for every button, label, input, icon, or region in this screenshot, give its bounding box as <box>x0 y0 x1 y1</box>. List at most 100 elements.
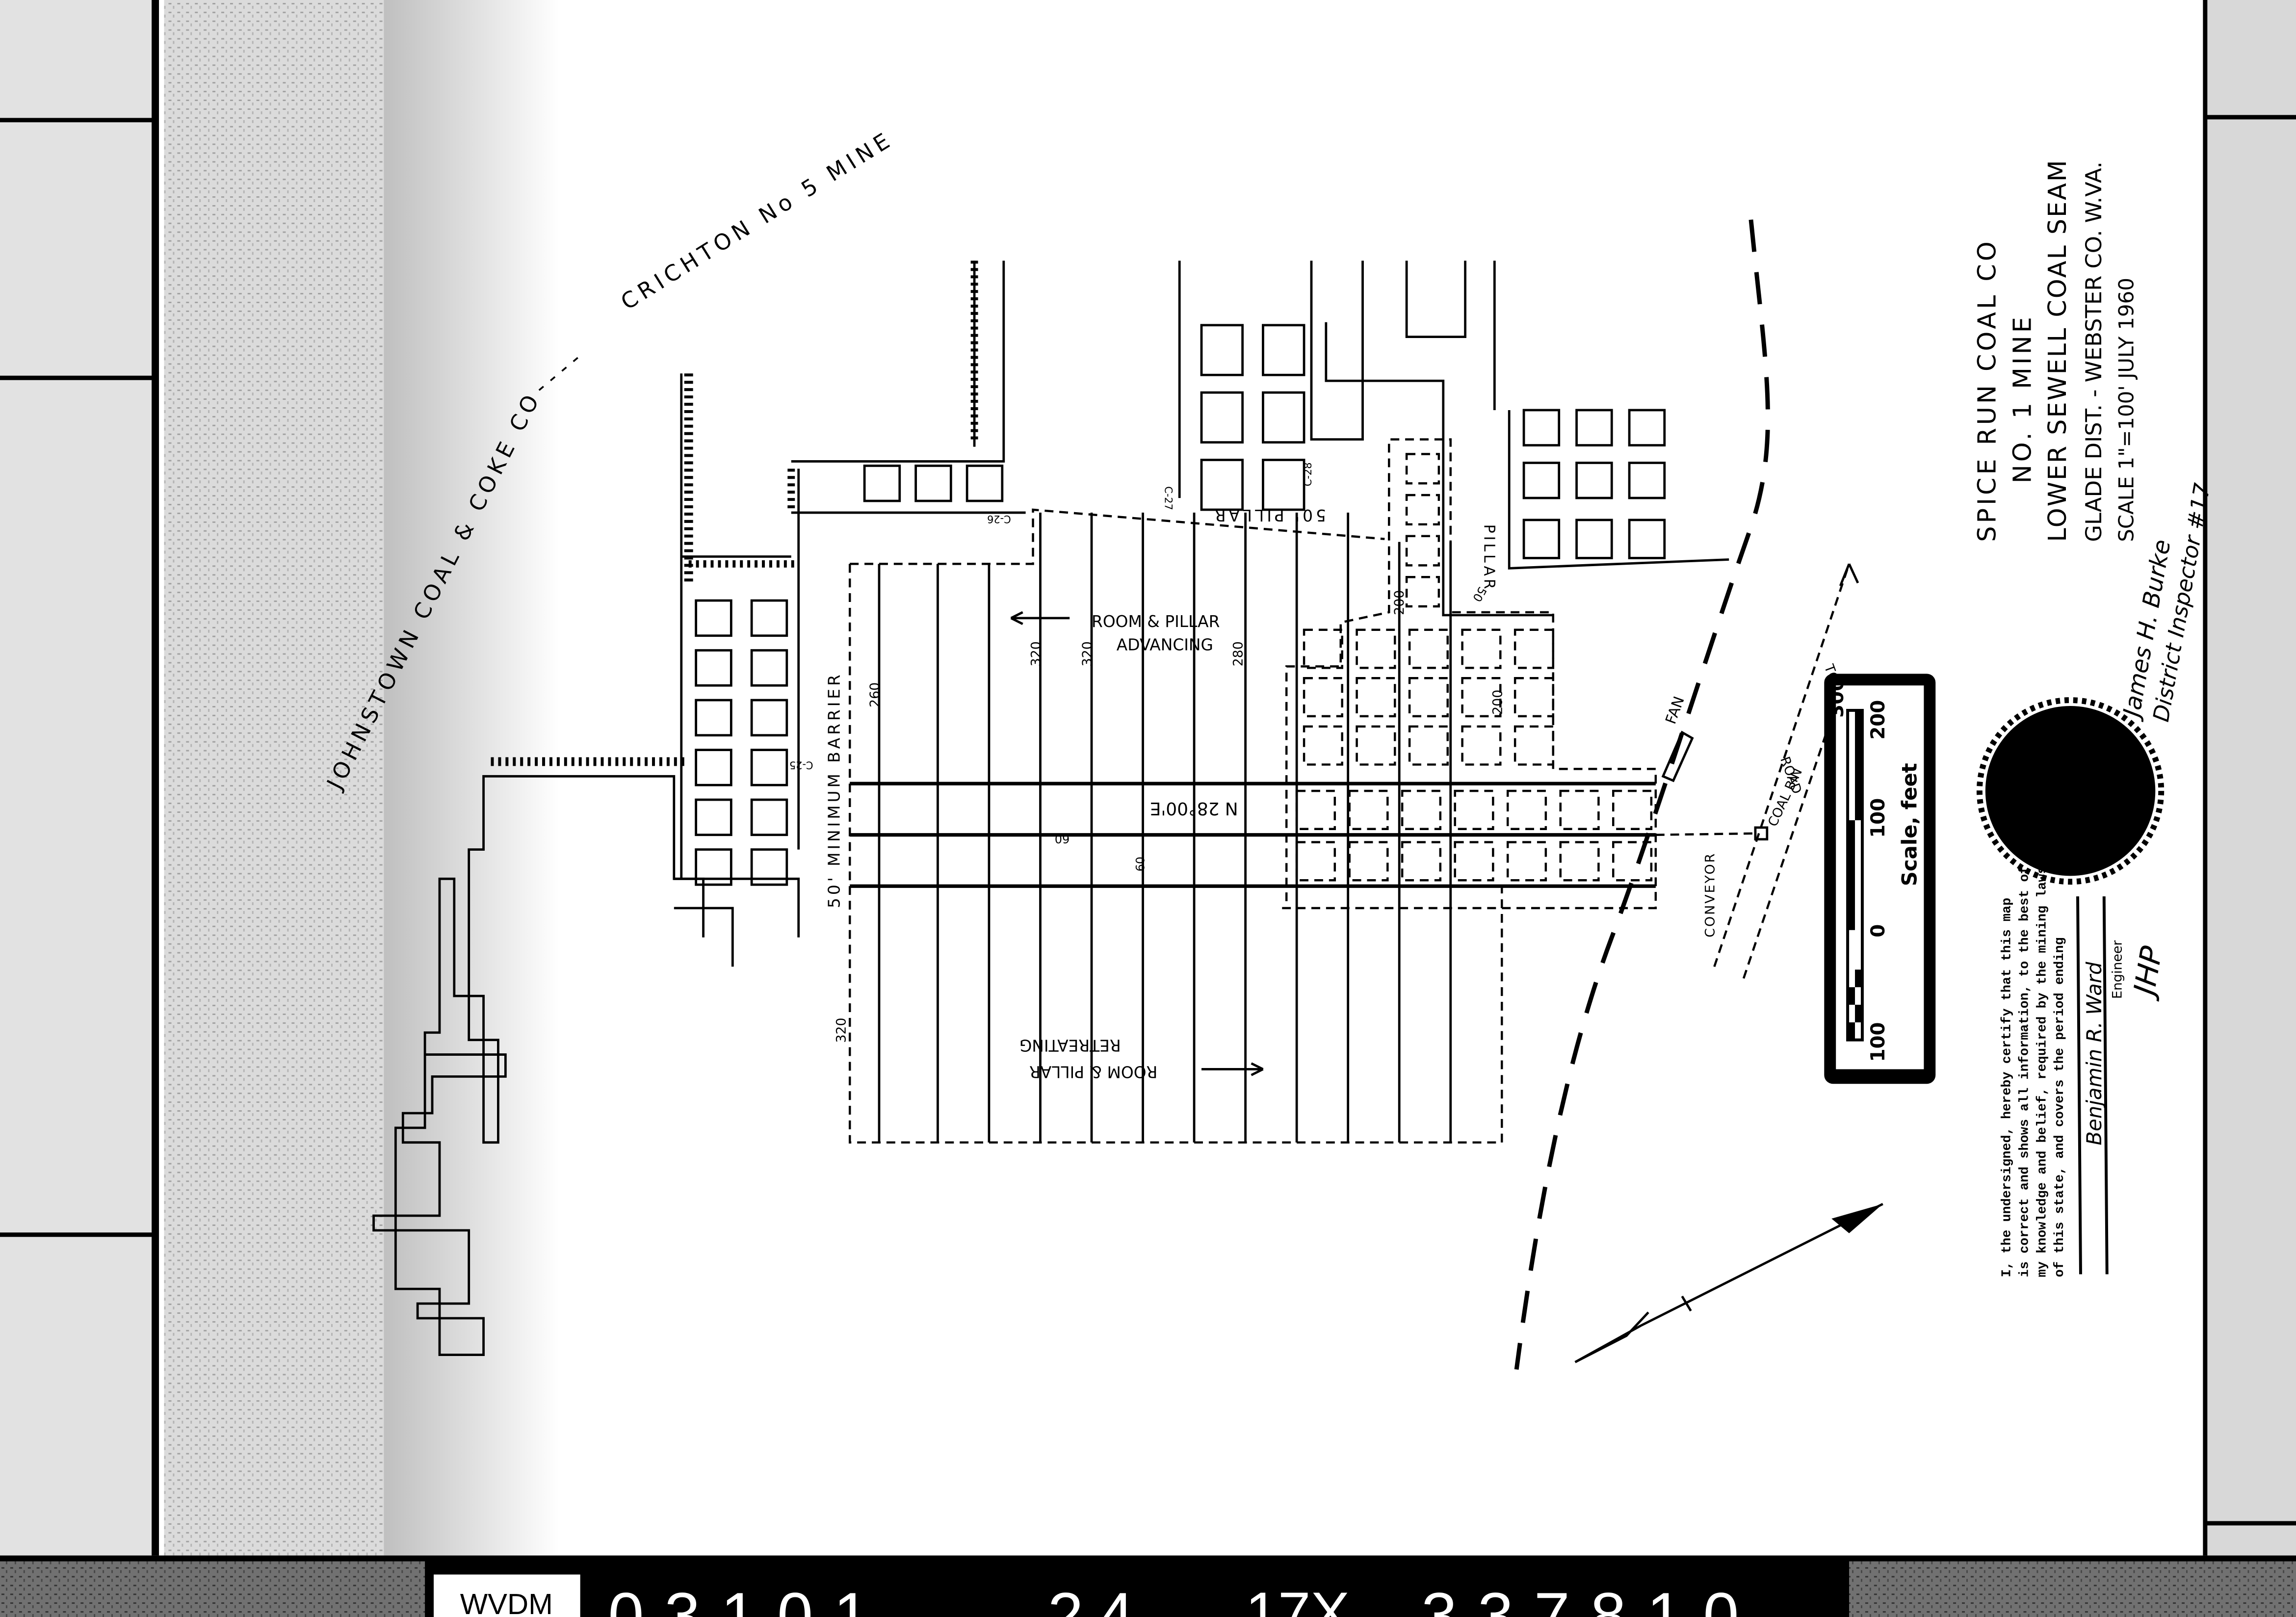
pillar-block <box>1303 628 1343 669</box>
svg-text:320: 320 <box>1028 641 1044 666</box>
advancing-label-1: ROOM & PILLAR <box>1092 612 1220 631</box>
adjacent-mine-label: CRICHTON No 5 MINE <box>616 126 898 315</box>
pillar-block <box>1262 391 1305 444</box>
svg-text:GLADE DIST. - WEBSTER CO. W.VA: GLADE DIST. - WEBSTER CO. W.VA. <box>2081 161 2107 542</box>
pillar-block <box>695 749 732 786</box>
pillar-block <box>1200 459 1244 511</box>
solid-entries <box>1325 322 1553 617</box>
svg-text:200: 200 <box>1490 690 1505 715</box>
pillar-block <box>750 699 788 737</box>
pillar-block <box>1408 677 1449 718</box>
svg-text:280: 280 <box>1231 641 1246 666</box>
pillar-block <box>1628 519 1666 559</box>
footer-code-4: 337810 <box>1421 1579 1759 1617</box>
outcrop-line <box>1514 219 1770 1370</box>
scan-noise-band <box>164 0 384 1556</box>
pillar-block <box>1408 725 1449 766</box>
svg-text:Scale, feet: Scale, feet <box>1897 763 1921 886</box>
pillar-block <box>1522 519 1561 559</box>
title-block: SPICE RUN COAL CO NO. 1 MINE LOWER SEWEL… <box>1973 158 2139 542</box>
coal-bin <box>1754 826 1769 841</box>
pillar-top-label: 50' PILLAR <box>1212 506 1326 524</box>
footer-code-2: 24 <box>1047 1579 1148 1617</box>
svg-text:SCALE 1"=100' JULY 1960: SCALE 1"=100' JULY 1960 <box>2114 278 2138 542</box>
svg-text:C-27: C-27 <box>1162 486 1174 510</box>
pillar-block <box>1200 391 1244 444</box>
pillar-block <box>1612 841 1653 882</box>
svg-text:320: 320 <box>1080 641 1095 666</box>
pillar-block <box>695 699 732 737</box>
pillar-block <box>1356 677 1396 718</box>
svg-text:SPICE RUN COAL CO: SPICE RUN COAL CO <box>1973 238 2002 542</box>
pillar-block <box>1575 409 1613 446</box>
pillar-block <box>1522 409 1561 446</box>
pillar-block <box>1454 789 1494 831</box>
initials: JHP <box>2127 944 2169 1002</box>
barrier-label: 50' MINIMUM BARRIER <box>825 672 843 908</box>
footer-code-3: 17X <box>1246 1581 1350 1617</box>
svg-text:I, the undersigned, hereby cer: I, the undersigned, hereby certify that … <box>2000 898 2015 1278</box>
archive-footer: WVDM 03101 24 17X 337810 <box>0 1555 2296 1617</box>
pillar-block <box>750 798 788 836</box>
pillar-block <box>750 599 788 637</box>
pillar-block <box>1295 789 1336 831</box>
certification-block: I, the undersigned, hereby certify that … <box>2000 866 2125 1277</box>
pillar-block <box>1405 535 1440 567</box>
north-arrow <box>1574 1202 1883 1363</box>
pillar-block <box>965 465 1004 502</box>
svg-text:NO. 1 MINE: NO. 1 MINE <box>2008 314 2036 483</box>
svg-text:100: 100 <box>1867 1022 1889 1062</box>
pillar-block <box>750 848 788 886</box>
pillar-block <box>1356 725 1396 766</box>
svg-text:60: 60 <box>1134 857 1148 871</box>
svg-text:Benjamin R. Ward: Benjamin R. Ward <box>2082 962 2106 1146</box>
pillar-block <box>1559 789 1600 831</box>
pillar-block <box>695 649 732 687</box>
retreating-label-1: ROOM & PILLAR <box>1029 1062 1157 1081</box>
old-workings-outline <box>372 775 704 1356</box>
road-line <box>1713 563 1851 967</box>
svg-text:C-28: C-28 <box>1302 462 1314 486</box>
pillar-block <box>1461 725 1502 766</box>
pillar-block <box>695 599 732 637</box>
pillar-block <box>1405 453 1440 485</box>
svg-text:100: 100 <box>1867 798 1889 838</box>
tipple-arrow <box>1839 563 1859 587</box>
official-seal <box>1976 697 2165 885</box>
pillar-block <box>695 848 732 886</box>
pillar-block <box>1356 628 1396 669</box>
svg-text:of this state, and covers the: of this state, and covers the period end… <box>2053 937 2067 1277</box>
advance-arrow <box>1010 611 1070 625</box>
svg-text:200: 200 <box>1867 700 1889 740</box>
solid-entries <box>1178 261 1496 498</box>
pillar-block <box>1401 841 1442 882</box>
bearing-label: N 28°00'E <box>1150 798 1238 818</box>
road-line <box>1742 695 1840 979</box>
pillar-block <box>1513 677 1555 718</box>
scan-margin-left <box>0 0 158 1556</box>
svg-text:C-26: C-26 <box>987 513 1011 525</box>
retreating-label-2: RETREATING <box>1019 1036 1121 1055</box>
pillar-block <box>1401 789 1442 831</box>
svg-text:320: 320 <box>834 1017 849 1043</box>
pillar-block <box>1559 841 1600 882</box>
advance-boundary <box>850 508 1385 565</box>
pillar-block <box>1612 789 1653 831</box>
pillar-block <box>1575 519 1613 559</box>
advancing-label-2: ADVANCING <box>1117 636 1213 654</box>
mine-workings <box>372 219 1859 1370</box>
solid-entries <box>791 261 1026 514</box>
advance-workings <box>1282 438 1657 910</box>
svg-text:Engineer: Engineer <box>2110 940 2125 999</box>
pillar-block <box>1454 841 1494 882</box>
pillar-block <box>1348 789 1389 831</box>
svg-text:0: 0 <box>1867 924 1889 938</box>
pillar-block <box>1262 459 1305 511</box>
pillar-block <box>1295 841 1336 882</box>
pillar-block <box>1262 324 1305 376</box>
pillar-block <box>1628 462 1666 499</box>
svg-text:260: 260 <box>867 682 883 707</box>
pillar-block <box>914 465 952 502</box>
pillar-block <box>1348 841 1389 882</box>
pillar-block <box>750 749 788 786</box>
